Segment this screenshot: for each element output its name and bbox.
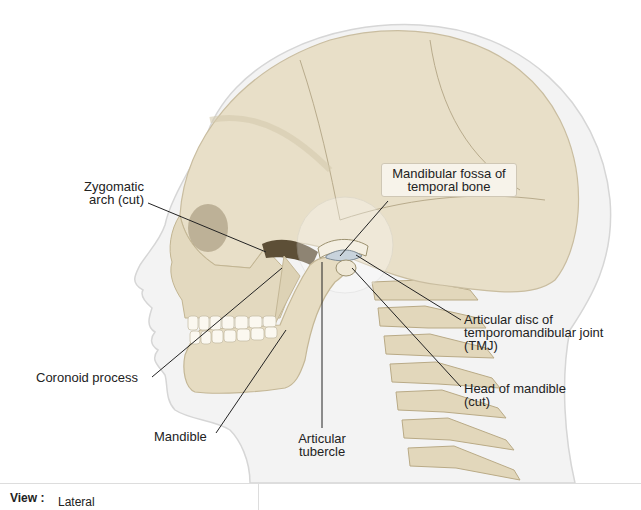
part-label: Head of mandible (cut) [464,382,576,408]
label-text: Mandibular fossa of temporal bone [390,167,508,193]
view-label: Lateral [58,496,138,508]
part-label: Coronoid process [36,371,148,384]
part-label: Zygomatic arch (cut) [62,180,144,206]
label-box: Mandibular fossa of temporal bone [381,163,517,197]
part-label: Mandible [154,430,214,443]
view-label: View : [10,492,55,504]
part-label: Articular tubercle [286,432,358,458]
part-label: Articular disc of temporomandibular join… [464,313,604,352]
